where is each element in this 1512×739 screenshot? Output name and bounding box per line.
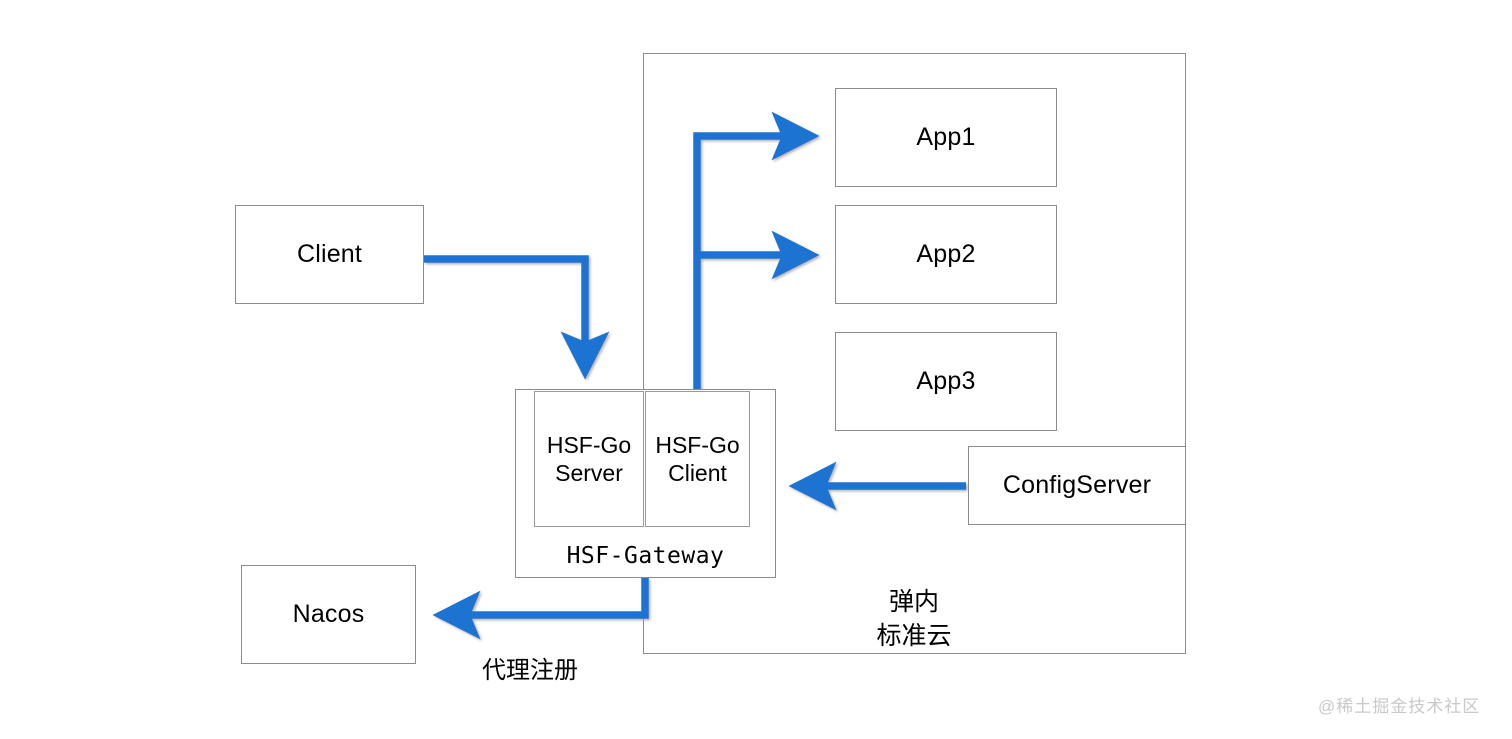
node-hsf-go-client[interactable]: HSF-Go Client xyxy=(645,391,750,527)
node-hsf-go-server[interactable]: HSF-Go Server xyxy=(534,391,644,527)
node-app3-label: App3 xyxy=(916,367,976,396)
annotation-proxy-register: 代理注册 xyxy=(482,657,578,684)
node-app2[interactable]: App2 xyxy=(835,205,1057,304)
node-nacos-label: Nacos xyxy=(292,600,365,629)
node-app3[interactable]: App3 xyxy=(835,332,1057,431)
node-nacos[interactable]: Nacos xyxy=(241,565,416,664)
outer-region-standard-cloud xyxy=(643,53,1186,654)
node-app1[interactable]: App1 xyxy=(835,88,1057,187)
node-client-label: Client xyxy=(296,240,363,269)
outer-region-caption: 弹内 标准云 xyxy=(876,588,952,650)
node-app2-label: App2 xyxy=(916,240,976,269)
node-hsf-gateway-label: HSF-Gateway xyxy=(566,543,725,569)
edge-gateway-to-nacos xyxy=(432,578,649,640)
edge-client-to-gateway xyxy=(424,255,610,380)
node-config-server-label: ConfigServer xyxy=(1002,471,1152,500)
node-hsf-go-server-label: HSF-Go Server xyxy=(546,431,632,486)
node-client[interactable]: Client xyxy=(235,205,424,304)
watermark: @稀土掘金技术社区 xyxy=(1318,697,1481,716)
node-config-server[interactable]: ConfigServer xyxy=(968,446,1186,525)
node-hsf-go-client-label: HSF-Go Client xyxy=(655,431,740,486)
node-app1-label: App1 xyxy=(916,123,976,152)
